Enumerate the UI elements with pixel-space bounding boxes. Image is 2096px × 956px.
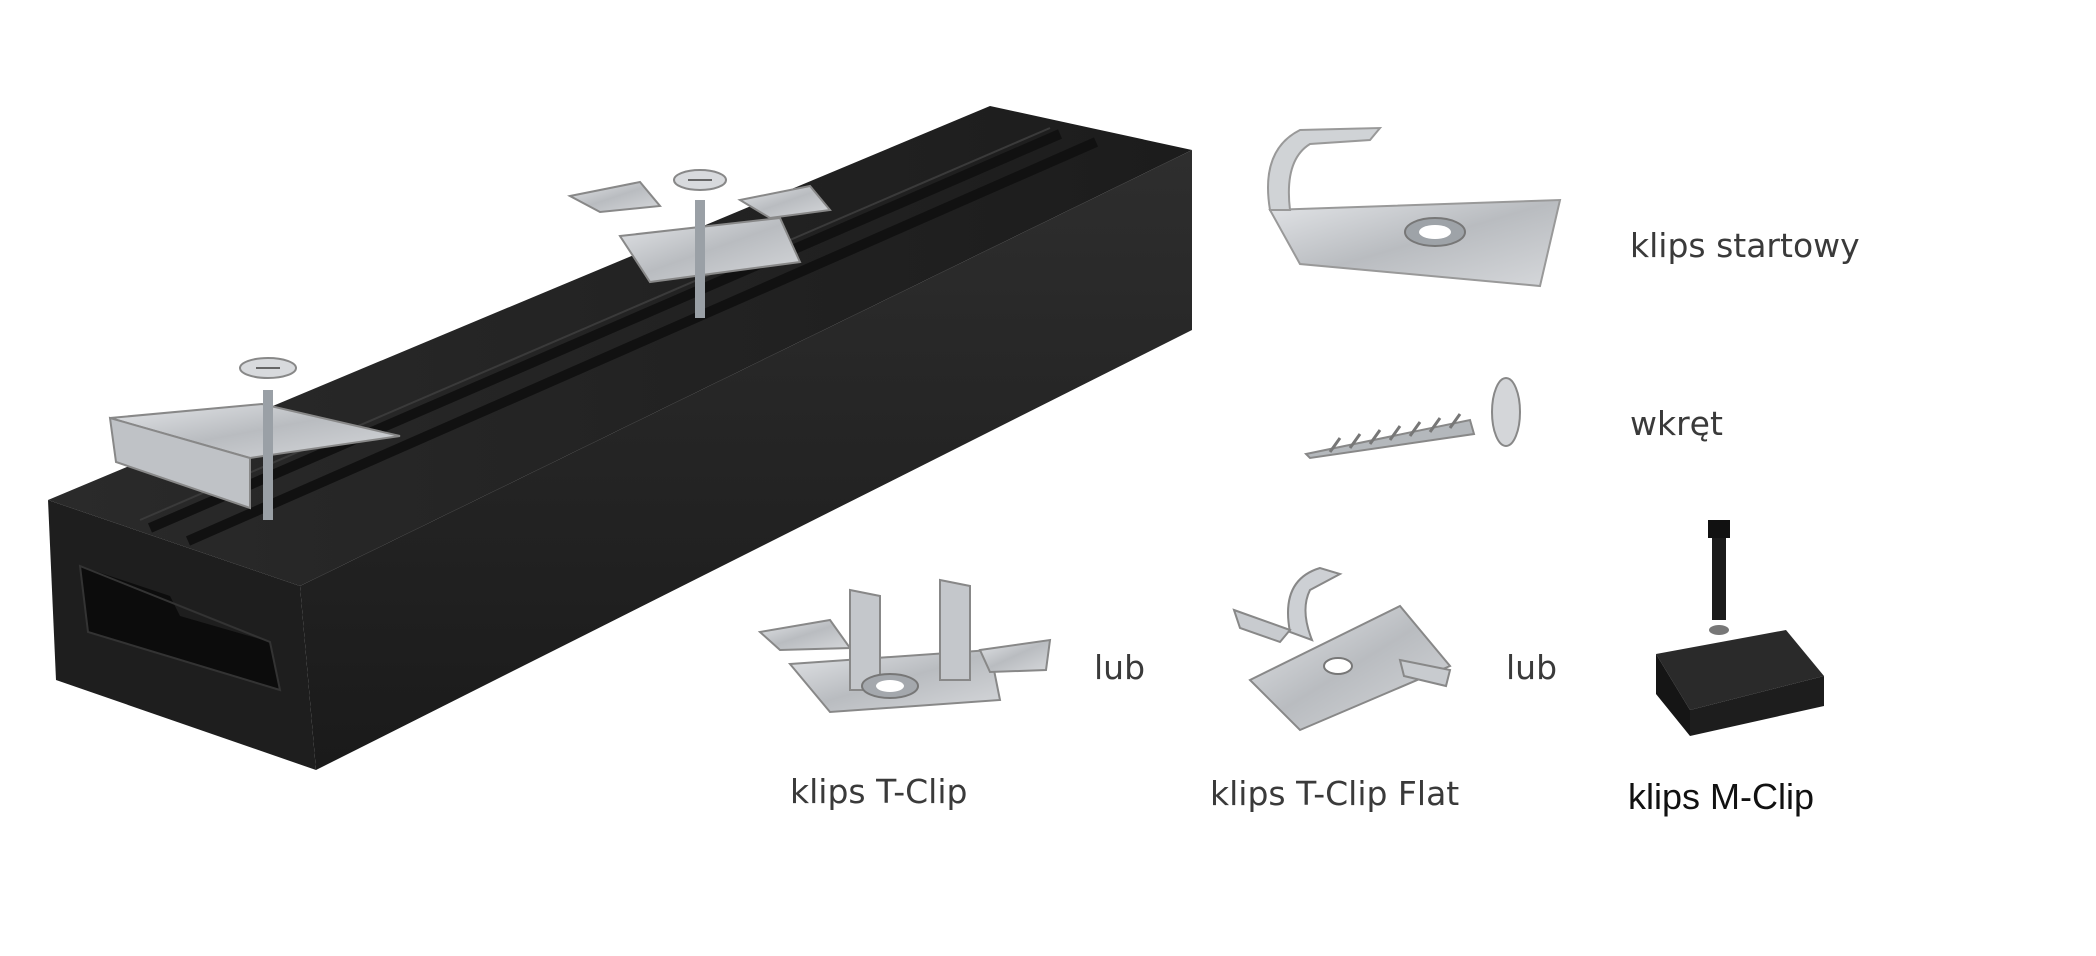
joist-side-face bbox=[300, 150, 1192, 770]
joist-t-clip bbox=[567, 169, 832, 318]
label-m-clip: klips M-Clip bbox=[1628, 776, 1815, 817]
joist-start-clip bbox=[108, 357, 401, 520]
start-clip-image bbox=[1267, 126, 1562, 288]
joist-profile bbox=[48, 106, 1192, 770]
label-t-clip: klips T-Clip bbox=[790, 772, 968, 811]
joist-chamber bbox=[80, 566, 280, 690]
label-or-1: lub bbox=[1094, 648, 1146, 687]
label-or-2: lub bbox=[1506, 648, 1558, 687]
t-clip-flat-image bbox=[1232, 566, 1452, 732]
m-clip-image bbox=[1656, 520, 1824, 736]
label-start-clip: klips startowy bbox=[1630, 226, 1860, 265]
label-screw: wkręt bbox=[1630, 404, 1723, 443]
joist-groove bbox=[148, 129, 1062, 533]
screw-image bbox=[1303, 377, 1521, 460]
t-clip-image bbox=[757, 578, 1052, 714]
label-t-clip-flat: klips T-Clip Flat bbox=[1210, 774, 1460, 813]
